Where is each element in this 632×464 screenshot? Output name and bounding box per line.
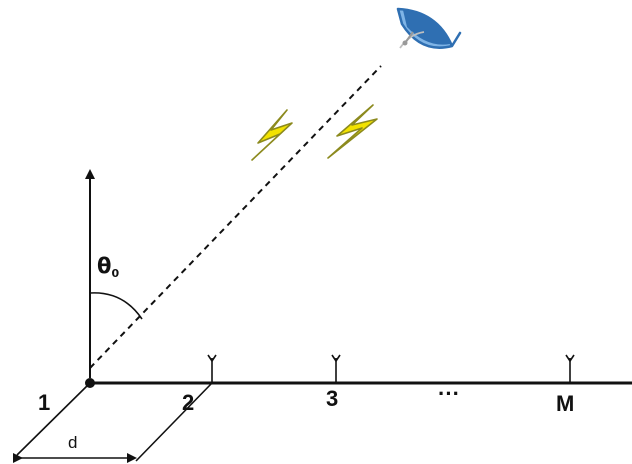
angle-arc — [89, 292, 143, 320]
angle-symbol: θ — [97, 254, 111, 278]
spacing-edge-left — [16, 382, 91, 456]
antenna-icon — [331, 354, 341, 383]
element-label-3: 3 — [326, 386, 338, 411]
antenna-icon — [565, 354, 575, 383]
element-label-1: 1 — [38, 390, 50, 415]
spacing-edge-right — [135, 382, 213, 462]
element-label-2: 2 — [182, 390, 194, 415]
element-label-m: M — [556, 391, 574, 416]
antenna-icon — [207, 354, 217, 383]
incident-direction-line — [89, 65, 382, 369]
lightning-bolt-icon — [251, 109, 293, 161]
satellite-dish-icon — [396, 7, 462, 49]
ellipsis-label: ··· — [438, 381, 460, 406]
spacing-label: d — [68, 433, 77, 452]
lightning-bolt-icon — [327, 104, 378, 159]
angle-subscript: 0 — [111, 267, 119, 280]
angle-label: θ0 — [97, 254, 119, 280]
